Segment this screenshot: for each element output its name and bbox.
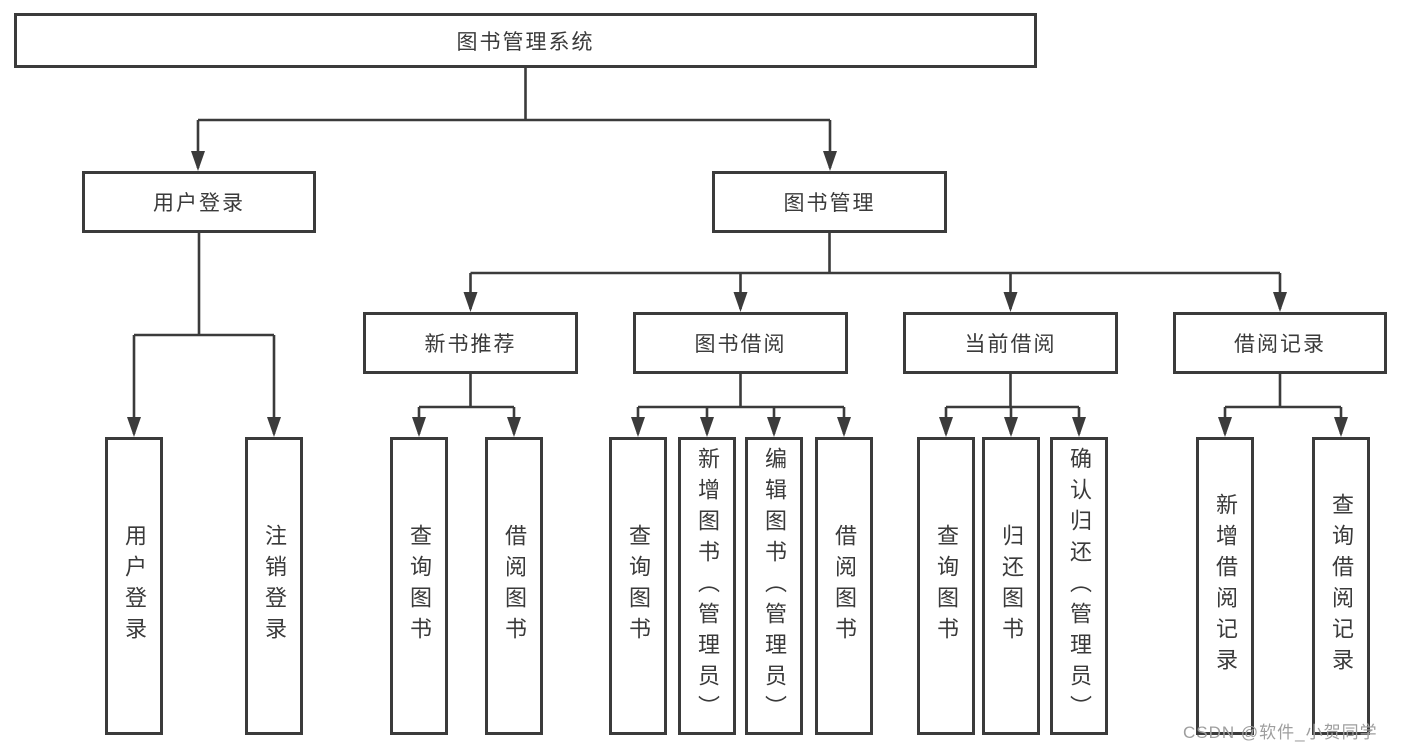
connector-line — [417, 374, 516, 434]
leaf-add-books-admin-label: 新增图书（管理员） — [695, 446, 720, 726]
connector-line — [1223, 374, 1343, 434]
leaf-confirm-return-admin-label: 确认归还（管理员） — [1067, 446, 1092, 726]
arrowhead-icon — [267, 417, 281, 437]
arrowhead-icon — [823, 151, 837, 171]
connector-userlogin-to-leaves — [127, 233, 281, 437]
arrowhead-icon — [127, 417, 141, 437]
leaf-add-borrow-record-label: 新增借阅记录 — [1213, 493, 1238, 679]
arrowhead-icon — [507, 417, 521, 437]
arrowhead-icon — [837, 417, 851, 437]
leaf-borrow-books: 借阅图书 — [815, 437, 873, 735]
arrowhead-icon — [631, 417, 645, 437]
node-user-login-label: 用户登录 — [153, 192, 245, 215]
node-book-borrow: 图书借阅 — [633, 312, 848, 374]
leaf-query-borrow-record: 查询借阅记录 — [1312, 437, 1370, 735]
leaf-query-books-borrow: 查询图书 — [609, 437, 667, 735]
leaf-query-borrow-record-label: 查询借阅记录 — [1329, 493, 1354, 679]
arrowhead-icon — [1004, 417, 1018, 437]
arrowhead-icon — [463, 292, 478, 312]
arrowhead-icon — [1003, 292, 1018, 312]
leaf-query-books-borrow-label: 查询图书 — [626, 524, 651, 648]
node-current-borrow: 当前借阅 — [903, 312, 1118, 374]
connector-borrow-to-leaves — [631, 374, 851, 437]
arrowhead-icon — [1334, 417, 1348, 437]
leaf-add-borrow-record: 新增借阅记录 — [1196, 437, 1254, 735]
connector-line — [469, 233, 1282, 309]
arrowhead-icon — [1218, 417, 1232, 437]
node-book-management: 图书管理 — [712, 171, 947, 233]
leaf-edit-books-admin: 编辑图书（管理员） — [745, 437, 803, 735]
leaf-user-login-label: 用户登录 — [122, 524, 147, 648]
csdn-watermark: CSDN @软件_小贺同学 — [1183, 723, 1378, 742]
leaf-query-books-current-label: 查询图书 — [934, 524, 959, 648]
connector-line — [636, 374, 846, 434]
connector-line — [944, 374, 1081, 434]
leaf-borrow-books-recommend: 借阅图书 — [485, 437, 543, 735]
arrowhead-icon — [733, 292, 748, 312]
arrowhead-icon — [1072, 417, 1086, 437]
node-borrow-records-label: 借阅记录 — [1234, 333, 1326, 356]
leaf-logout: 注销登录 — [245, 437, 303, 735]
connector-records-to-leaves — [1218, 374, 1348, 437]
node-library-system-label: 图书管理系统 — [456, 30, 595, 54]
leaf-logout-label: 注销登录 — [262, 524, 287, 648]
arrowhead-icon — [700, 417, 714, 437]
leaf-query-books-recommend-label: 查询图书 — [407, 524, 432, 648]
leaf-borrow-books-recommend-label: 借阅图书 — [502, 524, 527, 648]
leaf-confirm-return-admin: 确认归还（管理员） — [1050, 437, 1108, 735]
node-new-book-recommend: 新书推荐 — [363, 312, 578, 374]
connector-current-to-leaves — [939, 374, 1086, 437]
node-user-login: 用户登录 — [82, 171, 316, 233]
arrowhead-icon — [1273, 292, 1287, 312]
node-new-book-recommend-label: 新书推荐 — [424, 333, 517, 356]
leaf-query-books-recommend: 查询图书 — [390, 437, 448, 735]
connector-bookmgmt-to-level3 — [463, 233, 1287, 312]
arrowhead-icon — [412, 417, 426, 437]
leaf-return-books-label: 归还图书 — [999, 524, 1024, 648]
leaf-return-books: 归还图书 — [982, 437, 1040, 735]
leaf-query-books-current: 查询图书 — [917, 437, 975, 735]
node-book-borrow-label: 图书借阅 — [694, 333, 787, 356]
connector-line — [196, 68, 832, 168]
leaf-edit-books-admin-label: 编辑图书（管理员） — [762, 446, 787, 726]
node-borrow-records: 借阅记录 — [1173, 312, 1387, 374]
leaf-user-login: 用户登录 — [105, 437, 163, 735]
node-book-management-label: 图书管理 — [783, 192, 876, 215]
arrowhead-icon — [191, 151, 205, 171]
node-library-system: 图书管理系统 — [14, 13, 1037, 68]
node-current-borrow-label: 当前借阅 — [964, 333, 1057, 356]
arrowhead-icon — [939, 417, 953, 437]
leaf-add-books-admin: 新增图书（管理员） — [678, 437, 736, 735]
arrowhead-icon — [767, 417, 781, 437]
connector-root-to-level2 — [191, 68, 837, 171]
connector-line — [132, 233, 276, 434]
leaf-borrow-books-label: 借阅图书 — [832, 524, 857, 648]
connector-newbooks-to-leaves — [412, 374, 521, 437]
